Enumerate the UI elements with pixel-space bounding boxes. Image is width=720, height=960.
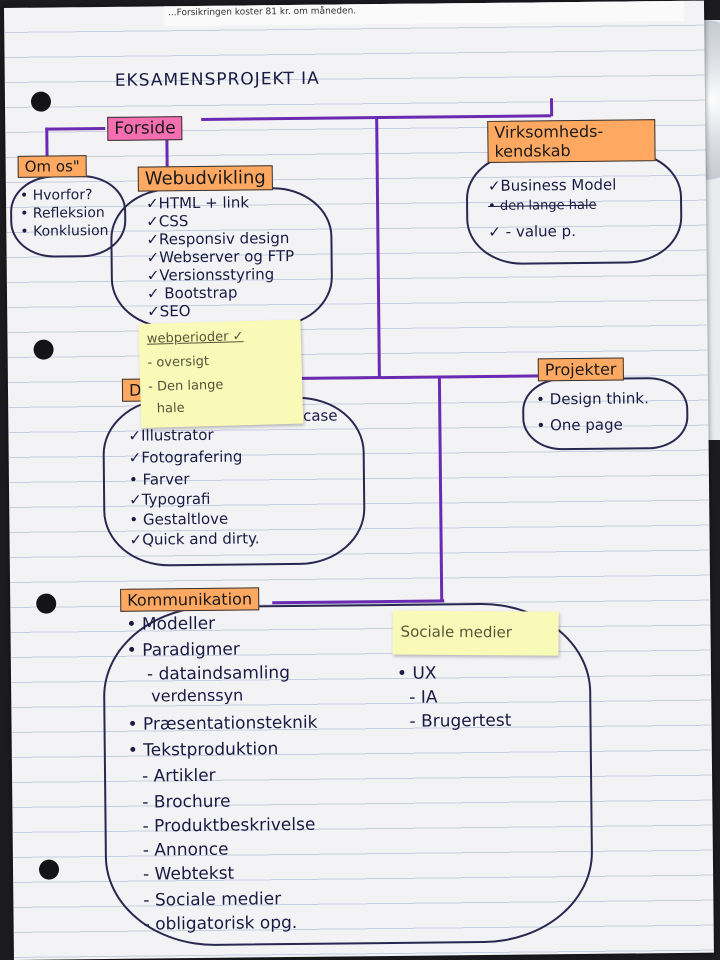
sticky-line: webperioder ✓ bbox=[146, 329, 244, 347]
om-os-item: • Hvorfor? bbox=[19, 187, 93, 204]
binder-hole bbox=[30, 91, 52, 112]
kommunikation-item: - dataindsamling bbox=[146, 663, 291, 685]
kommunikation-item: - Sociale medier bbox=[143, 889, 282, 911]
kommunikation-item: - Brochure bbox=[142, 791, 231, 813]
design-item: ✓Fotografering bbox=[128, 447, 243, 467]
page-title: EKSAMENSPROJEKT IA bbox=[114, 68, 320, 91]
connector-line bbox=[45, 127, 49, 158]
kommunikation-item: - Artikler bbox=[141, 765, 216, 787]
virksomhed-item: • den lange hale bbox=[488, 197, 597, 214]
sticky-line: - Den lange bbox=[147, 377, 224, 395]
webudvikling-item: ✓CSS bbox=[146, 212, 189, 231]
connector-line bbox=[287, 374, 542, 381]
design-item: • Farver bbox=[128, 470, 190, 489]
kommunikation-item: • Tekstproduktion bbox=[127, 739, 279, 761]
webudvikling-box: Webudvikling bbox=[137, 165, 273, 192]
om-os-box: Om os" bbox=[17, 155, 87, 178]
kommunikation-item: - Annonce bbox=[142, 839, 229, 861]
design-item: ✓Quick and dirty. bbox=[129, 529, 260, 549]
sticky-line: hale bbox=[156, 400, 185, 417]
projekter-item: • One page bbox=[536, 415, 623, 435]
sticky-label: Sociale medier bbox=[400, 622, 513, 642]
kommunikation-item: • Modeller bbox=[126, 613, 216, 635]
om-os-item: • Konklusion bbox=[20, 222, 109, 240]
virksomhed-item: ✓Business Model bbox=[487, 175, 617, 195]
connector-line bbox=[549, 98, 554, 117]
om-os-item: • Refleksion bbox=[20, 204, 105, 222]
binder-hole bbox=[38, 859, 60, 880]
kommunikation-item: verdenssyn bbox=[151, 685, 244, 706]
design-item: • Gestaltlove bbox=[129, 509, 229, 529]
connector-line bbox=[437, 375, 444, 602]
forside-box: Forside bbox=[107, 116, 183, 141]
connector-line bbox=[165, 138, 169, 169]
header-note: ...Forsikringen koster 81 kr. om måneden… bbox=[163, 0, 685, 27]
sticky-note-sociale-medier: Sociale medier bbox=[392, 610, 559, 656]
kommunikation-box: Kommunikation bbox=[120, 587, 260, 612]
projekter-cloud bbox=[521, 376, 689, 451]
connector-line bbox=[45, 126, 106, 131]
sticky-note-webperioder: webperioder ✓ - oversigt - Den lange hal… bbox=[138, 319, 304, 428]
kommunikation-item: • Paradigmer bbox=[126, 639, 240, 661]
binder-hole bbox=[36, 593, 57, 614]
design-item: ✓Typografi bbox=[129, 489, 211, 509]
projekter-box: Projekter bbox=[537, 357, 624, 382]
projekter-item: • Design think. bbox=[536, 389, 649, 409]
webudvikling-item: ✓SEO bbox=[147, 302, 191, 321]
kommunikation-right-item: - IA bbox=[409, 687, 438, 708]
webudvikling-item: ✓ Bootstrap bbox=[146, 283, 238, 303]
binder-hole bbox=[33, 339, 54, 360]
kommunikation-item: - Produktbeskrivelse bbox=[142, 814, 316, 837]
webudvikling-item: ✓Versionsstyring bbox=[146, 265, 275, 285]
webudvikling-item: ✓Responsiv design bbox=[146, 229, 290, 249]
design-item: ✓Illustrator bbox=[128, 425, 214, 445]
virksomhed-item: ✓ - value p. bbox=[488, 222, 577, 241]
sticky-line: - oversigt bbox=[147, 354, 210, 371]
webudvikling-item: ✓Webserver og FTP bbox=[146, 246, 295, 267]
webudvikling-item: ✓HTML + link bbox=[145, 193, 250, 213]
kommunikation-item: - Webtekst bbox=[142, 863, 235, 885]
kommunikation-right-item: • UX bbox=[396, 663, 437, 684]
connector-line bbox=[375, 116, 381, 379]
kommunikation-item: - obligatorisk opg. bbox=[143, 912, 298, 935]
notebook-paper: ...Forsikringen koster 81 kr. om måneden… bbox=[4, 0, 714, 960]
kommunikation-right-item: - Brugertest bbox=[409, 710, 512, 732]
virksomhed-box: Virksomheds-kendskab bbox=[487, 119, 656, 163]
kommunikation-item: • Præsentationsteknik bbox=[127, 712, 318, 735]
